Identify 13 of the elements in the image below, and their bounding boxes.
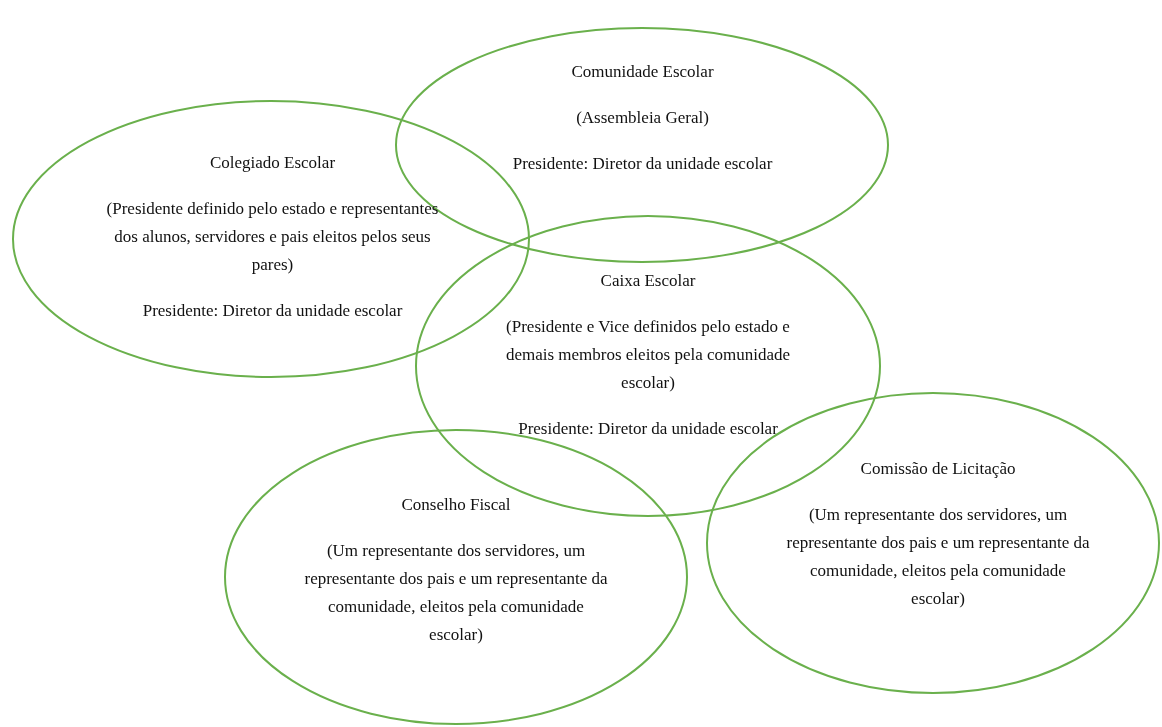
group-title: Comunidade Escolar [570, 61, 715, 83]
group-title: Conselho Fiscal [400, 494, 512, 516]
group-description: (Um representante dos servidores, um representante dos pais e um representante da comunidade, eleitos pela comunidade escolar) [303, 540, 609, 646]
group-description: (Presidente definido pelo estado e representantes dos alunos, servidores e pais eleitos pelos seus pares) [105, 198, 440, 276]
group-description: (Assembleia Geral) [575, 107, 710, 129]
group-description: Presidente: Diretor da unidade escolar [511, 153, 774, 175]
group-title: Colegiado Escolar [208, 152, 337, 174]
group-title: Caixa Escolar [599, 270, 697, 292]
group-title: Comissão de Licitação [859, 458, 1017, 480]
group-description: Presidente: Diretor da unidade escolar [517, 418, 779, 440]
group-description: (Presidente e Vice definidos pelo estado e demais membros eleitos pela comunidade escolar) [504, 316, 792, 394]
group-description: (Um representante dos servidores, um representante dos pais e um representante da comunidade, eleitos pela comunidade escolar) [785, 504, 1091, 610]
group-description: Presidente: Diretor da unidade escolar [141, 300, 404, 322]
